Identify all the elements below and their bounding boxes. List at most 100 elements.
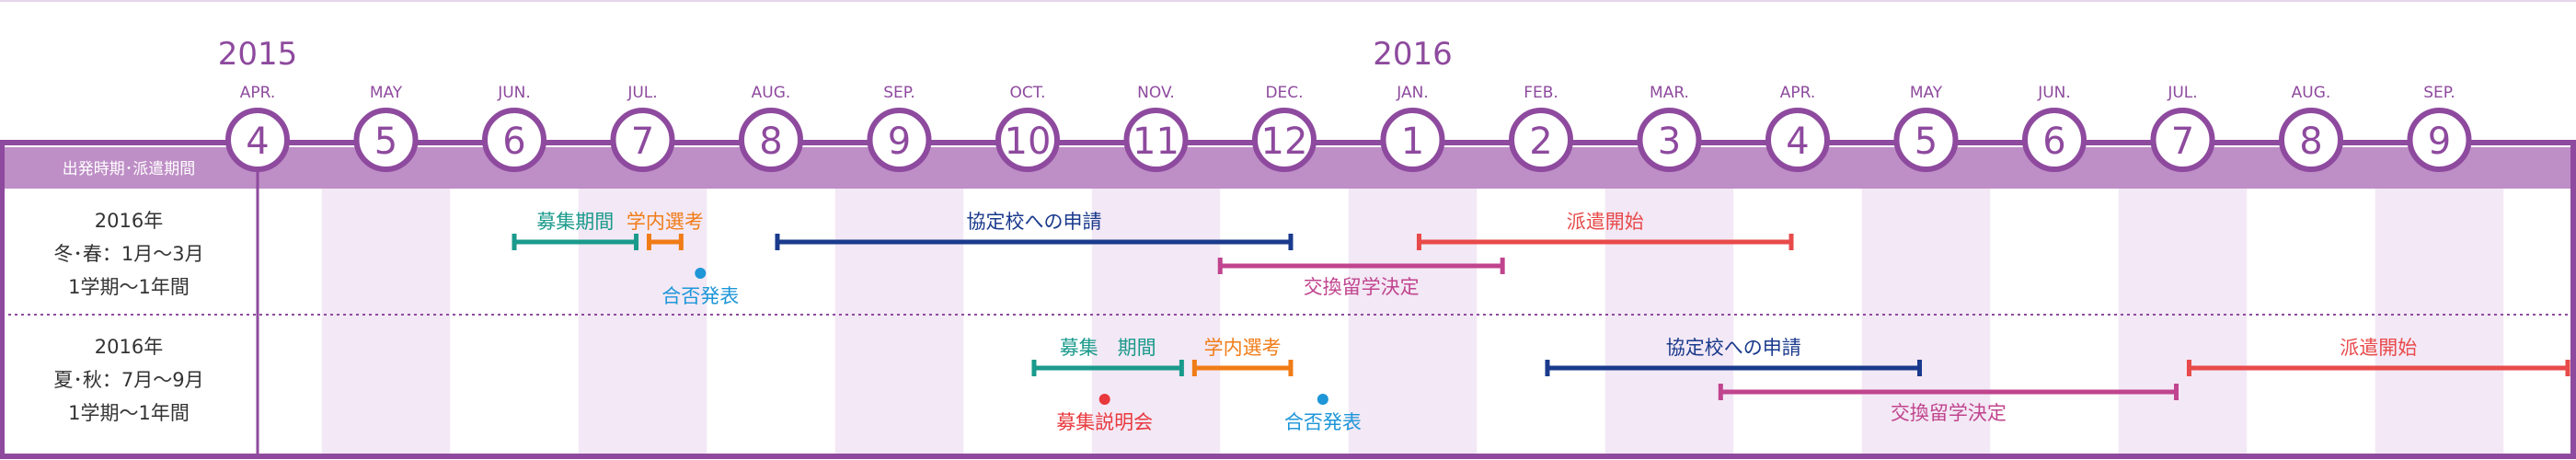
- month-abbr: JAN.: [1396, 84, 1428, 102]
- month-stripe: [578, 189, 707, 456]
- header-label: 出発時期･派遣期間: [63, 160, 196, 178]
- month-circle: [1123, 108, 1189, 172]
- month-number: 10: [1005, 121, 1052, 163]
- month-abbr: MAR.: [1650, 84, 1689, 102]
- month-stripe: [834, 189, 964, 456]
- schedule-bar: 派遣開始: [2186, 337, 2570, 376]
- month-circle: [1252, 108, 1317, 172]
- bar-label: 協定校への申請: [1666, 337, 1801, 359]
- bar-label: 交換留学決定: [1304, 276, 1420, 298]
- month-circle: [2279, 108, 2343, 172]
- dot-label: 合否発表: [1284, 411, 1362, 433]
- month-stripe: [1861, 189, 1991, 456]
- month-circle: [1637, 108, 1702, 172]
- month-number: 5: [1915, 121, 1938, 163]
- month-marker: JUL. 7: [2150, 84, 2215, 172]
- dot-marker: [1317, 394, 1328, 405]
- bar-label: 学内選考: [1204, 337, 1282, 359]
- month-abbr: NOV.: [1137, 84, 1175, 102]
- month-number: 5: [374, 121, 397, 163]
- month-number: 6: [2042, 121, 2065, 163]
- schedule-row: 2016年夏･秋：7月～9月1学期～1年間募集 期間学内選考協定校への申請交換留…: [53, 336, 2570, 433]
- month-number: 8: [759, 121, 782, 163]
- background-layer: [0, 0, 2576, 2]
- month-abbr: FEB.: [1524, 84, 1558, 102]
- month-marker: AUG.8: [739, 84, 803, 172]
- month-stripe: [1604, 189, 1734, 456]
- row-label-line: 2016年: [95, 210, 163, 232]
- month-marker: FEB. 2: [1509, 84, 1573, 172]
- dot-marker: [1098, 394, 1110, 405]
- schedule-bar: 派遣開始: [1416, 211, 1794, 250]
- month-circle: [995, 108, 1060, 172]
- dot-marker: [695, 268, 707, 279]
- bar-label: 派遣開始: [1567, 211, 1644, 233]
- bar-label: 交換留学決定: [1891, 402, 2007, 424]
- month-circle: [2407, 108, 2472, 172]
- month-marker: DEC.12: [1252, 84, 1317, 172]
- month-stripe: [321, 189, 451, 456]
- month-marker: JUN. 6: [2022, 84, 2087, 172]
- schedule-bar: 交換留学決定: [1718, 384, 2179, 424]
- month-abbr: MAY: [370, 84, 403, 102]
- month-abbr: MAY: [1910, 84, 1943, 102]
- month-circle: [353, 108, 419, 172]
- month-circle: [482, 108, 546, 172]
- schedule-bar: 交換留学決定: [1217, 258, 1505, 298]
- month-number: 7: [631, 121, 654, 163]
- month-marker: JUL. 7: [610, 84, 675, 172]
- month-circle: [867, 108, 932, 172]
- row-label-line: 2016年: [95, 336, 163, 358]
- schedule-bar: 協定校への申請: [1545, 337, 1923, 376]
- bar-label: 派遣開始: [2340, 337, 2417, 359]
- month-marker: AUG.8: [2279, 84, 2343, 172]
- milestone-dot: 合否発表: [1284, 394, 1362, 433]
- year-label-2016: 2016: [1373, 36, 1453, 73]
- row-label-line: 冬･春：1月～3月: [53, 243, 203, 265]
- month-marker: SEP.9: [867, 84, 932, 172]
- month-circle: [2150, 108, 2215, 172]
- schedule-rows: 2016年冬･春：1月～3月1学期～1年間募集期間学内選考協定校への申請派遣開始…: [53, 210, 2570, 433]
- month-number: 2: [1529, 121, 1552, 163]
- month-stripe: [2375, 189, 2504, 456]
- row-label-line: 夏･秋：7月～9月: [53, 369, 203, 391]
- row-label-line: 1学期～1年間: [68, 276, 190, 298]
- month-number: 12: [1261, 121, 1308, 163]
- month-marker: SEP.9: [2407, 84, 2472, 172]
- month-marker: APR.4: [1765, 84, 1830, 172]
- month-number: 11: [1133, 121, 1179, 163]
- month-marker: NOV. 11: [1123, 84, 1189, 172]
- month-abbr: JUN.: [2037, 84, 2071, 102]
- month-stripe: [2118, 189, 2248, 456]
- month-abbr: JUL.: [627, 84, 657, 102]
- month-stripe: [1091, 189, 1221, 456]
- month-circle: [1509, 108, 1573, 172]
- month-marker: OCT.10: [995, 84, 1060, 172]
- month-number: 4: [1786, 121, 1809, 163]
- month-circle: [1765, 108, 1830, 172]
- milestone-dot: 募集説明会: [1056, 394, 1153, 433]
- month-marker: JUN.6: [482, 84, 546, 172]
- month-marker: MAY 5: [353, 84, 419, 172]
- month-stripes: [321, 189, 2504, 456]
- month-number: 1: [1401, 121, 1424, 163]
- bar-label: 学内選考: [627, 211, 704, 233]
- month-abbr: APR.: [240, 84, 276, 102]
- month-circle: [1380, 108, 1445, 172]
- month-marker: MAY 5: [1893, 84, 1959, 172]
- month-circle: [1893, 108, 1959, 172]
- month-abbr: JUN.: [497, 84, 531, 102]
- month-abbr: SEP.: [883, 84, 915, 102]
- milestone-dot: 合否発表: [661, 268, 739, 307]
- schedule-bar: 学内選考: [1191, 337, 1294, 376]
- month-number: 9: [2428, 121, 2451, 163]
- year-label-2015: 2015: [218, 36, 298, 73]
- bar-label: 募集期間: [536, 211, 614, 233]
- month-number: 4: [246, 121, 269, 163]
- month-abbr: JUL.: [2167, 84, 2197, 102]
- month-circle: [2022, 108, 2087, 172]
- bar-label: 協定校への申請: [966, 211, 1101, 233]
- month-number: 7: [2171, 121, 2194, 163]
